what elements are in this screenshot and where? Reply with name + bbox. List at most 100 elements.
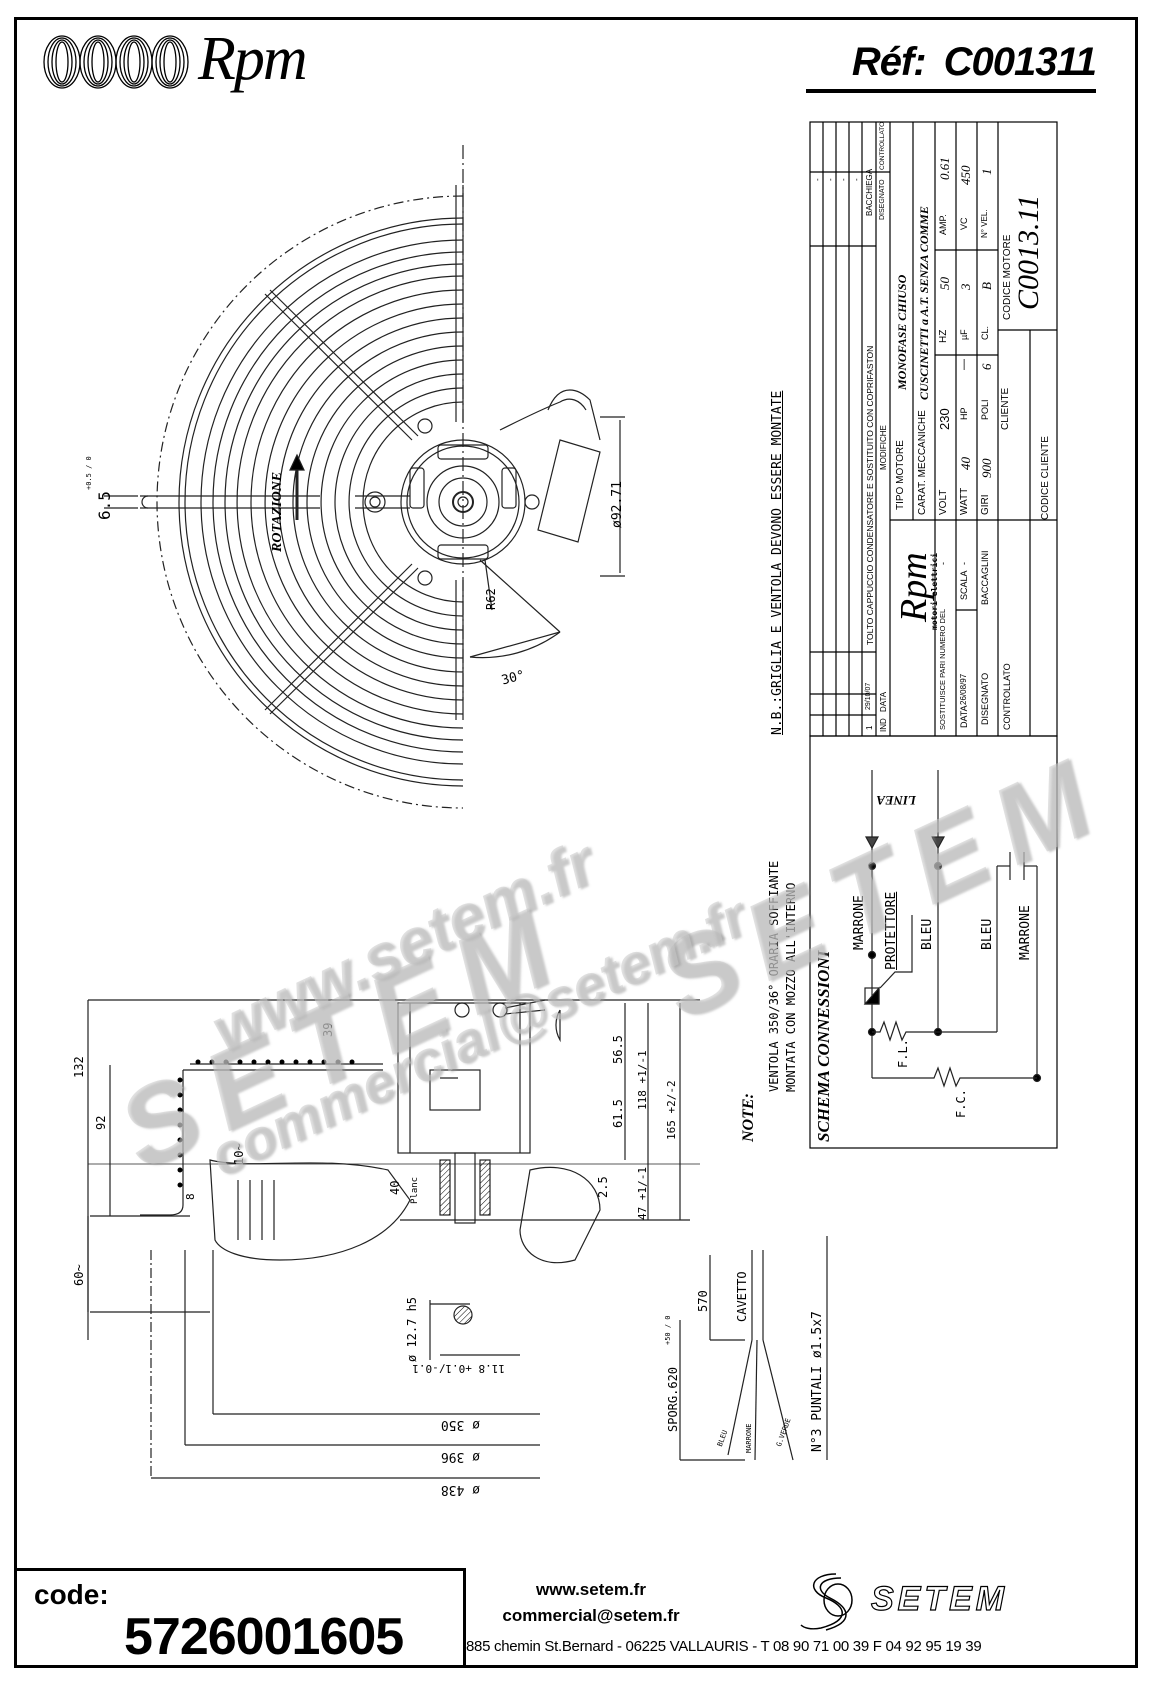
tipo-motore-value: MONOFASE CHIUSO	[895, 274, 909, 390]
ref-label: Réf:	[851, 40, 927, 84]
cliente-label: CLIENTE	[1000, 387, 1011, 430]
slot-tolerance: +0.5 / 0	[85, 456, 93, 490]
dim-8: 8	[184, 1193, 197, 1200]
sporg-label: SPORG.620	[666, 1366, 680, 1432]
dim-165: 165 +2/-2	[665, 1080, 678, 1140]
setem-swirl-icon	[800, 1573, 853, 1631]
contact-info: www.setem.fr commercial@setem.fr 885 che…	[466, 1568, 1138, 1668]
radius-dimension: R62	[484, 588, 498, 610]
fan-grill-front-view	[104, 145, 625, 809]
spec-value-hz: 50	[937, 277, 952, 290]
ref-underline	[806, 89, 1096, 93]
wire-marrone: MARRONE	[745, 1423, 753, 1453]
shaft-flat: 11.8 +0.1/-0.1	[412, 1362, 505, 1375]
spec-value-cl: B	[979, 282, 994, 290]
rev-cell: -	[839, 178, 848, 181]
carat-value: CUSCINETTI a A.T. SENZA COMME	[917, 206, 931, 400]
sostituisce-label: SOSTITUISCE PARI NUMERO DEL	[938, 608, 947, 730]
spec-label-volt: VOLT	[938, 489, 949, 515]
nb-note: N.B.:GRIGLIA E VENTOLA DEVONO ESSERE MON…	[770, 390, 785, 735]
disegnato-value: BACCAGLINI	[980, 550, 990, 605]
spec-label-poli: POLI	[980, 399, 990, 420]
website-link[interactable]: www.setem.fr	[536, 1580, 646, 1599]
spec-value-vc: 450	[958, 165, 973, 186]
protettore-label: PROTETTORE	[884, 891, 899, 970]
fc-label: F.C.	[954, 1089, 968, 1118]
drawing-frame	[14, 17, 1138, 1668]
rev-cell: -	[852, 178, 861, 181]
spec-value-giri: 900	[979, 458, 994, 479]
scala-value: -	[959, 562, 969, 565]
email-link[interactable]: commercial@setem.fr	[502, 1606, 680, 1625]
dim-39: 39	[321, 1022, 335, 1037]
cavetto-label: CAVETTO	[735, 1271, 749, 1322]
spec-value-poli: 6	[979, 363, 994, 371]
spec-label-vc: VC	[959, 217, 969, 230]
code-value: 5726001605	[124, 1608, 404, 1666]
linea-label: LINEA	[876, 793, 916, 808]
dim-10: 10~	[232, 1143, 246, 1165]
spec-value-uf: 3	[958, 283, 973, 291]
spec-value-hp: —	[958, 359, 970, 370]
rev-ind: 1	[865, 725, 874, 730]
dim-118: 118 +1/-1	[636, 1050, 649, 1110]
dim-61-5: 61.5	[611, 1099, 625, 1128]
coil-logo-icon	[43, 35, 189, 89]
fan-side-view	[87, 999, 828, 1479]
dim-92: 92	[94, 1115, 108, 1130]
dim-40: 40	[388, 1180, 402, 1195]
puntali-label: N°3 PUNTALI ø1.5x7	[810, 1311, 825, 1452]
setem-logo: SETEM	[796, 1570, 1136, 1631]
spec-label-amp: AMP.	[938, 214, 948, 235]
dia-350: ø 350	[440, 1417, 480, 1432]
brand-name: Rpm	[198, 25, 308, 93]
dia-396: ø 396	[440, 1449, 480, 1464]
scala-label: SCALA	[959, 570, 969, 600]
spec-label-hz: HZ	[938, 329, 949, 343]
bleu-label-2: BLEU	[980, 918, 995, 950]
dim-47: 47 +1/-1	[636, 1167, 649, 1220]
spec-label-cl: CL.	[980, 325, 990, 340]
spec-value-volt: 230	[937, 408, 952, 430]
setem-wordmark: SETEM	[870, 1579, 1009, 1618]
dim-2-5: 2.5	[596, 1176, 610, 1198]
note-title: NOTE:	[740, 1093, 757, 1142]
rev-drawn-by: BACCHIEGA	[865, 168, 874, 216]
spec-label-giri: GIRI	[980, 494, 991, 515]
sostituisce-value: -	[938, 562, 948, 565]
tipo-motore-label: TIPO MOTORE	[895, 440, 906, 510]
spec-value-amp: 0.61	[937, 157, 952, 180]
rpm-logo: Rpm	[40, 25, 370, 102]
note-line-2: MONTATA CON MOZZO ALL'INTERNO	[784, 882, 798, 1092]
data-label: DATA	[959, 705, 969, 728]
carat-label: CARAT. MECCANICHE	[917, 410, 928, 515]
marrone-label-1: MARRONE	[852, 895, 867, 950]
planc-label: Planc	[410, 1176, 420, 1204]
note-line-1: VENTOLA 350/36° ORARIA SOFFIANTE	[767, 860, 781, 1092]
spec-label-uf: µF	[959, 329, 969, 340]
header-controllato: CONTROLLATO	[879, 121, 886, 170]
spec-label-nvel: N° VEL.	[980, 209, 989, 238]
marrone-label-2: MARRONE	[1018, 905, 1033, 960]
code-label: code:	[34, 1579, 109, 1610]
header-modifiche: MODIFICHE	[879, 425, 888, 470]
codice-cliente-label: CODICE CLIENTE	[1040, 436, 1051, 520]
header-disegnato: DISEGNATO	[879, 179, 886, 220]
capacitor-diameter: ø92.71	[610, 481, 625, 528]
fl-label: F.L.	[896, 1039, 910, 1068]
dia-438: ø 438	[440, 1482, 480, 1497]
dim-56-5: 56.5	[611, 1035, 625, 1064]
spec-value-watt: 40	[958, 457, 973, 470]
rotation-label: ROTAZIONE	[270, 471, 285, 552]
header-data: DATA	[879, 691, 888, 712]
bleu-label-1: BLEU	[920, 918, 935, 950]
disegnato-label: DISEGNATO	[980, 672, 990, 725]
ref-value: C001311	[943, 40, 1097, 84]
dim-132: 132	[72, 1056, 86, 1078]
rev-description: TOLTO CAPPUCCIO CONDENSATORE E SOSTITUIT…	[865, 345, 875, 645]
rev-cell: -	[813, 178, 822, 181]
dim-60: 60~	[72, 1264, 86, 1286]
sporg-tolerance: +50 / 0	[664, 1315, 672, 1345]
dim-570: 570	[696, 1290, 710, 1312]
slot-dimension: 6.5	[95, 491, 114, 520]
